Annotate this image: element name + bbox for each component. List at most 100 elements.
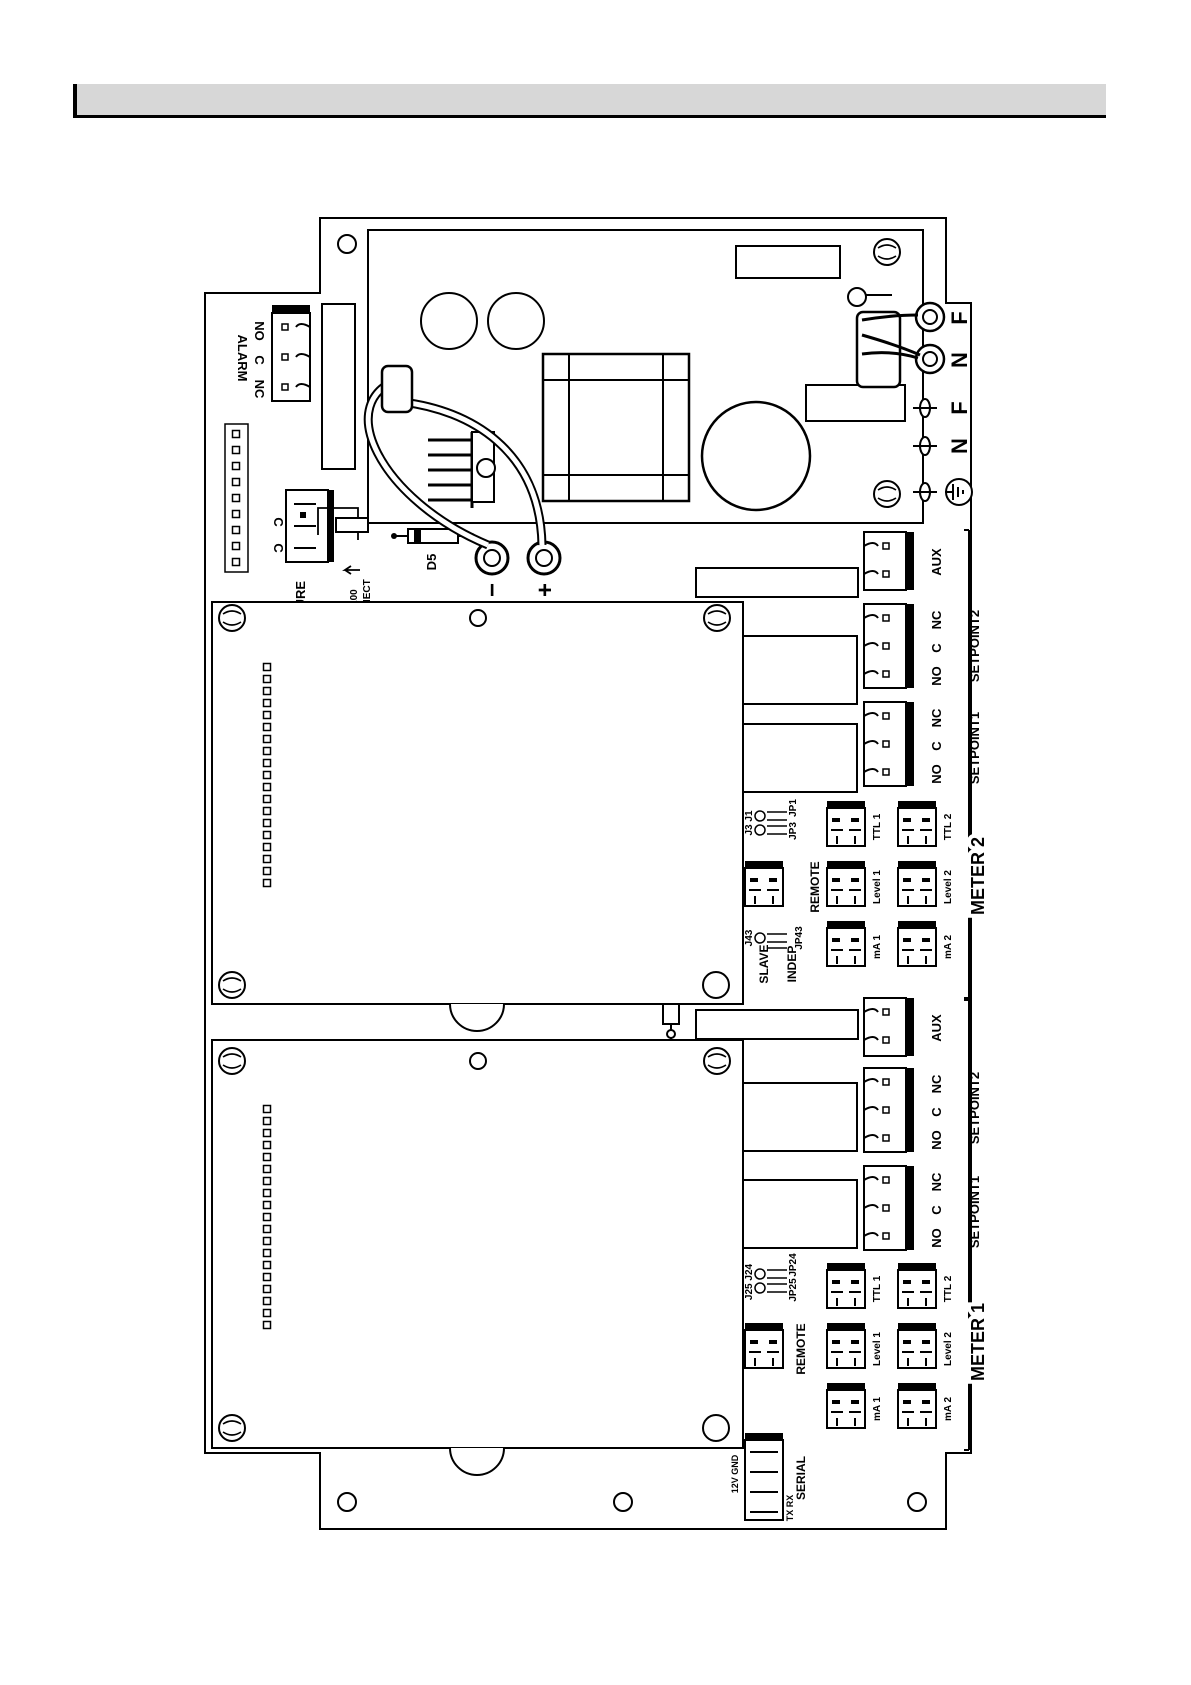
meter1-bar [695, 1009, 859, 1040]
ma1-label: mA 1 [872, 1397, 883, 1422]
label-n: N [947, 438, 972, 454]
jp1-label: JP1 [788, 799, 799, 817]
plus-label: + [532, 583, 559, 597]
mount-hole [469, 609, 487, 627]
jp3-label: JP3 [788, 822, 799, 840]
ttl1-label: TTL 1 [872, 813, 883, 840]
screw [218, 604, 246, 632]
meter1-ma2-connector [897, 1382, 937, 1429]
meter2-relay [742, 723, 858, 793]
label-n: N [947, 352, 972, 368]
meter2-ttl2-connector [897, 800, 937, 847]
large-capacitor [700, 400, 812, 512]
mount-hole [337, 234, 357, 254]
screw [703, 604, 731, 632]
tx-rx-label: TX RX [785, 1495, 795, 1522]
aux-label: AUX [929, 1014, 944, 1042]
mount-hole [907, 1492, 927, 1512]
alarm-terminal [271, 305, 311, 402]
meter1-jumper-j25-j24 [754, 1268, 787, 1294]
meter1-aux-terminal [863, 997, 915, 1057]
dc-terminal-plus [526, 540, 562, 576]
remote-label: REMOTE [808, 861, 822, 912]
c-label: C [271, 543, 286, 553]
ma2-label: mA 2 [943, 935, 954, 960]
jp24-label: JP24 [788, 1253, 799, 1277]
c-label: C [271, 517, 286, 527]
meter2-ttl1-connector [826, 800, 866, 847]
ttl2-label: TTL 2 [943, 813, 954, 840]
psu-component [735, 245, 841, 279]
slave-label: SLAVE [757, 944, 771, 983]
meter1-level2-connector [897, 1322, 937, 1369]
meter2-label-bg: METER 2 [968, 837, 988, 915]
setpoint1-label: SETPOINT1 [967, 1176, 982, 1248]
meter1-label-bg: METER 1 [968, 1303, 988, 1381]
psu-left-strip [321, 303, 356, 470]
fuse-holder [855, 310, 902, 389]
nc-label: NC [929, 708, 944, 727]
indep-label: INDEP [785, 946, 799, 983]
mount-hole [469, 1052, 487, 1070]
meter2-ma1-connector [826, 920, 866, 967]
no-label: NO [929, 1228, 944, 1248]
remote-label: REMOTE [794, 1323, 808, 1374]
screw [218, 1047, 246, 1075]
level1-label: Level 1 [872, 870, 883, 904]
meter1-relay [742, 1179, 858, 1249]
header-bar [73, 84, 1106, 118]
alarm-no-label: NO [252, 321, 267, 341]
meter1-ttl2-connector [897, 1262, 937, 1309]
meter1-remote-connector [744, 1322, 784, 1369]
pin-header-pins [231, 429, 241, 567]
mount-hole [613, 1492, 633, 1512]
c-label: C [929, 1205, 944, 1215]
setpoint2-label: SETPOINT2 [967, 1072, 982, 1144]
meter1-setpoint1-terminal [863, 1165, 915, 1251]
fuse-icon [913, 398, 937, 418]
serial-connector [744, 1433, 784, 1521]
mount-hole [337, 1492, 357, 1512]
meter1-level1-connector [826, 1322, 866, 1369]
meter1-display-board [211, 1039, 744, 1449]
nc-label: NC [929, 1074, 944, 1093]
meter2-remote-connector [744, 860, 784, 907]
meter2-level1-connector [826, 860, 866, 907]
meter2-aux-terminal [863, 531, 915, 591]
label-f: F [947, 401, 972, 414]
ma2-label: mA 2 [943, 1397, 954, 1422]
capacitor [420, 292, 478, 350]
screw [218, 1414, 246, 1442]
j25-j24-label: J25 J24 [744, 1263, 755, 1300]
no-label: NO [929, 1130, 944, 1150]
screw [873, 480, 901, 508]
meter2-setpoint1-terminal [863, 701, 915, 787]
no-label: NO [929, 666, 944, 686]
alarm-c-label: C [252, 355, 267, 365]
meter2-jumper-j43 [754, 932, 787, 949]
screw [873, 238, 901, 266]
meter2-ma2-connector [897, 920, 937, 967]
meter1-bracket [964, 997, 970, 1451]
ttl1-label: TTL 1 [872, 1275, 883, 1302]
level2-label: Level 2 [943, 1332, 954, 1366]
no-label: NO [929, 764, 944, 784]
cutout [449, 1447, 505, 1476]
meter1-relay [742, 1082, 858, 1152]
screw [218, 971, 246, 999]
transformer [541, 352, 691, 503]
meter1-setpoint2-terminal [863, 1067, 915, 1153]
pt100-resistor [335, 517, 369, 533]
fuse-icon [913, 482, 937, 502]
j3-j1-label: J3 J1 [744, 810, 755, 835]
12v-gnd-label: 12V GND [730, 1454, 740, 1493]
meter2-relay [742, 635, 858, 705]
dc-terminal-minus [474, 540, 510, 576]
mains-terminal-n [914, 343, 946, 375]
mains-terminal-f [914, 301, 946, 333]
setpoint1-label: SETPOINT1 [967, 712, 982, 784]
minus-label: − [479, 583, 506, 597]
meter2-bar [695, 567, 859, 598]
meter1-ma1-connector [826, 1382, 866, 1429]
meter2-label: METER 2 [968, 837, 988, 915]
